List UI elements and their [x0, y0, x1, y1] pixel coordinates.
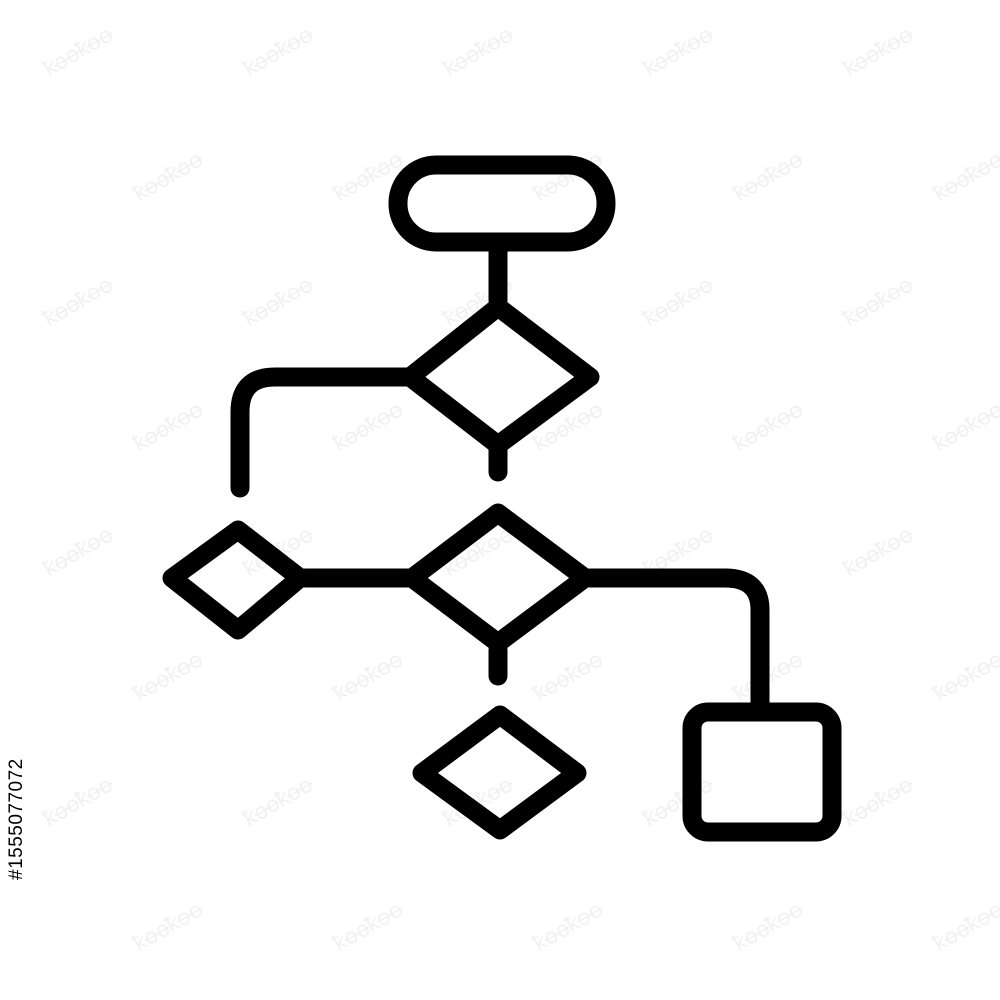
- decision-diamond-left: [162, 520, 310, 640]
- connector-line: [580, 568, 770, 715]
- terminator-shape: [388, 155, 616, 252]
- connector-line: [230, 367, 420, 498]
- stock-image-id: #1555077072: [6, 758, 27, 880]
- decision-diamond-upper: [400, 297, 600, 455]
- decision-diamond-bottom: [412, 705, 587, 840]
- process-box: [682, 702, 842, 842]
- decision-diamond-middle: [402, 503, 595, 653]
